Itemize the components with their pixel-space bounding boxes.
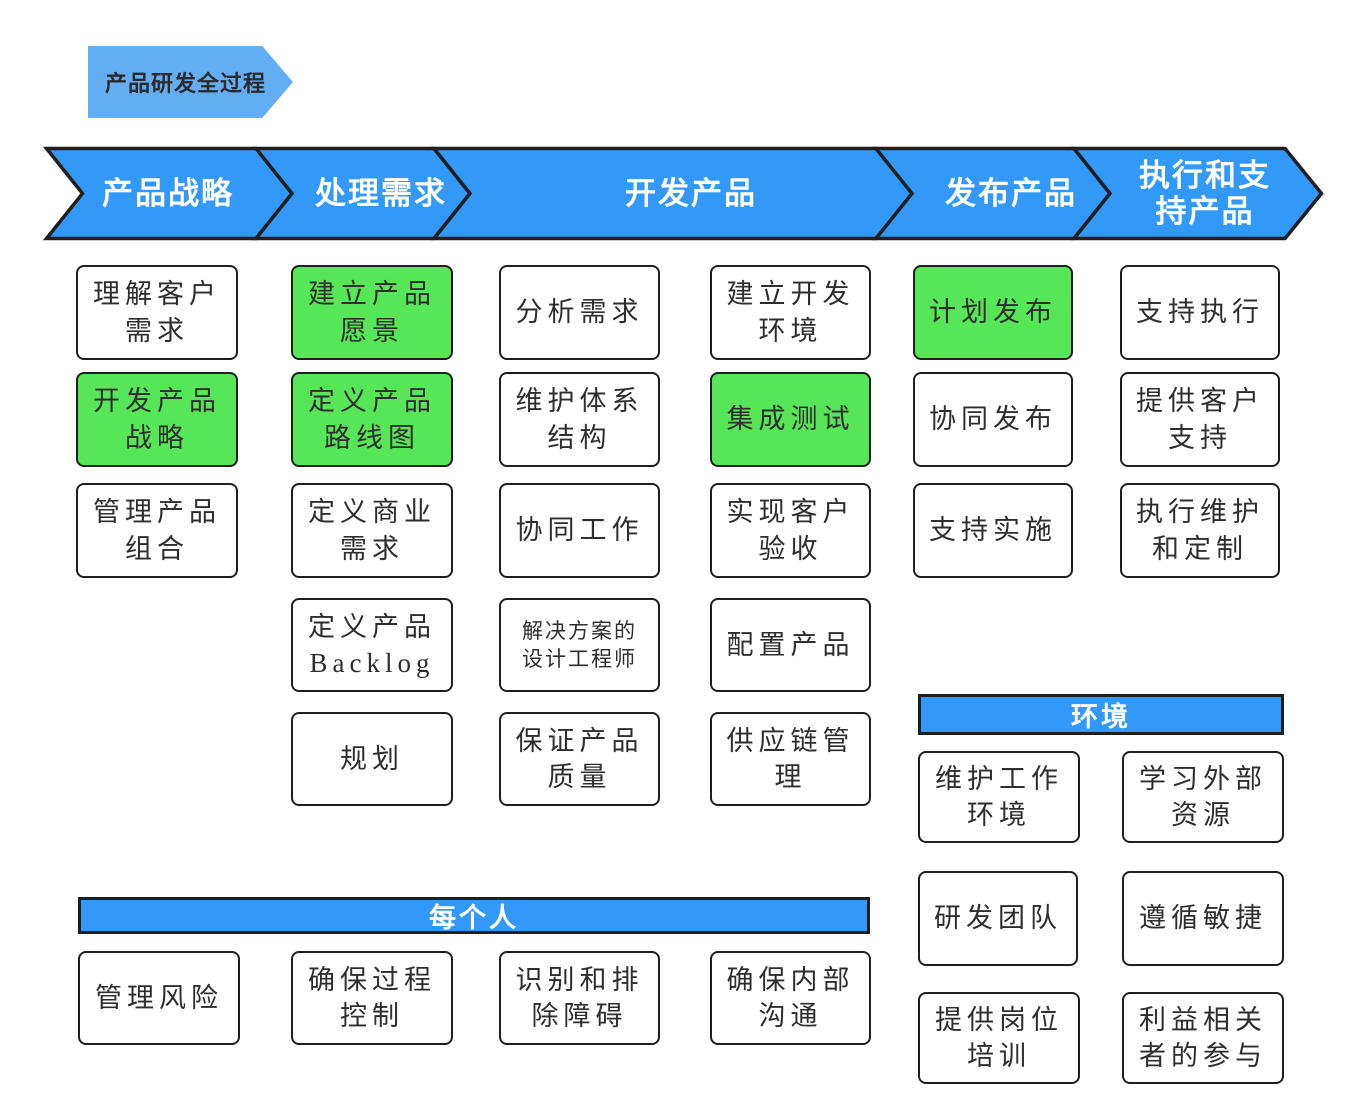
environment-bar: 环境 — [918, 694, 1284, 735]
everyone-bar: 每个人 — [78, 897, 870, 934]
phase-arrow-release-product — [872, 146, 1113, 241]
box-ensure-internal-communication: 确保内部 沟通 — [710, 951, 871, 1045]
box-develop-product-strategy: 开发产品 战略 — [76, 372, 238, 467]
box-establish-product-vision: 建立产品 愿景 — [291, 265, 453, 360]
box-configure-product: 配置产品 — [710, 598, 871, 692]
box-perform-maintenance-customization: 执行维护 和定制 — [1120, 483, 1280, 578]
box-define-product-backlog: 定义产品 Backlog — [291, 598, 453, 692]
box-provide-customer-support: 提供客户 支持 — [1120, 372, 1280, 467]
box-manage-risk: 管理风险 — [78, 951, 240, 1045]
box-understand-customer-needs: 理解客户 需求 — [76, 265, 238, 360]
box-provide-job-training: 提供岗位 培训 — [918, 992, 1080, 1084]
box-define-product-roadmap: 定义产品 路线图 — [291, 372, 453, 467]
title-banner: 产品研发全过程 — [88, 46, 293, 118]
box-planning: 规划 — [291, 712, 453, 806]
box-solution-design-engineer: 解决方案的 设计工程师 — [499, 598, 660, 692]
box-coordinate-release: 协同发布 — [913, 372, 1073, 467]
box-learn-external-resources: 学习外部 资源 — [1122, 751, 1284, 843]
box-support-implementation: 支持实施 — [913, 483, 1073, 578]
box-identify-remove-obstacles: 识别和排 除障碍 — [499, 951, 660, 1045]
box-ensure-process-control: 确保过程 控制 — [291, 951, 453, 1045]
box-manage-product-portfolio: 管理产品 组合 — [76, 483, 238, 578]
box-collaborate: 协同工作 — [499, 483, 660, 578]
box-stakeholder-involvement: 利益相关 者的参与 — [1122, 992, 1284, 1084]
box-define-business-requirements: 定义商业 需求 — [291, 483, 453, 578]
box-follow-agile: 遵循敏捷 — [1122, 871, 1284, 966]
phase-arrow-band — [42, 146, 1324, 241]
box-ensure-product-quality: 保证产品 质量 — [499, 712, 660, 806]
box-supply-chain-management: 供应链管 理 — [710, 712, 871, 806]
phase-arrow-product-strategy — [42, 146, 295, 241]
box-integration-testing: 集成测试 — [710, 372, 871, 467]
box-plan-release: 计划发布 — [913, 265, 1073, 360]
phase-arrow-develop-product — [430, 146, 915, 241]
phase-arrow-execute-support-product — [1070, 146, 1324, 241]
box-achieve-customer-acceptance: 实现客户 验收 — [710, 483, 871, 578]
box-support-execution: 支持执行 — [1120, 265, 1280, 360]
box-maintain-architecture: 维护体系 结构 — [499, 372, 660, 467]
box-analyze-requirements: 分析需求 — [499, 265, 660, 360]
box-rd-team: 研发团队 — [918, 871, 1078, 966]
box-maintain-work-environment: 维护工作 环境 — [918, 751, 1080, 843]
box-setup-dev-environment: 建立开发 环境 — [710, 265, 871, 360]
